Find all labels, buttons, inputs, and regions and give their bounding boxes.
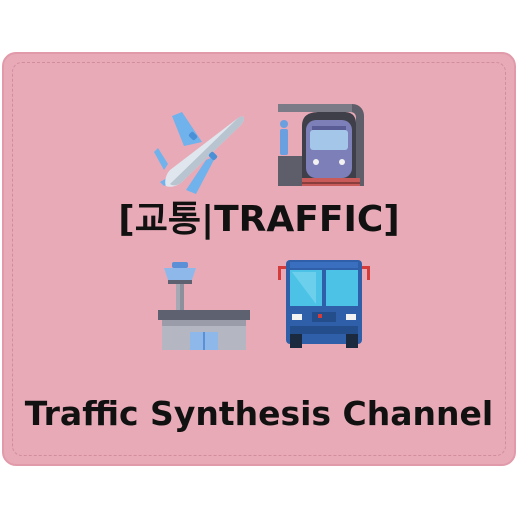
- channel-card: [2, 52, 516, 466]
- card-stitching: [12, 62, 506, 456]
- category-heading: [교통|TRAFFIC]: [118, 199, 400, 240]
- airplane-icon: [152, 104, 248, 200]
- bus-icon: [276, 256, 372, 352]
- channel-name: Traffic Synthesis Channel: [24, 394, 494, 433]
- train-station-icon: [272, 96, 368, 192]
- airport-control-tower-icon: [156, 258, 252, 354]
